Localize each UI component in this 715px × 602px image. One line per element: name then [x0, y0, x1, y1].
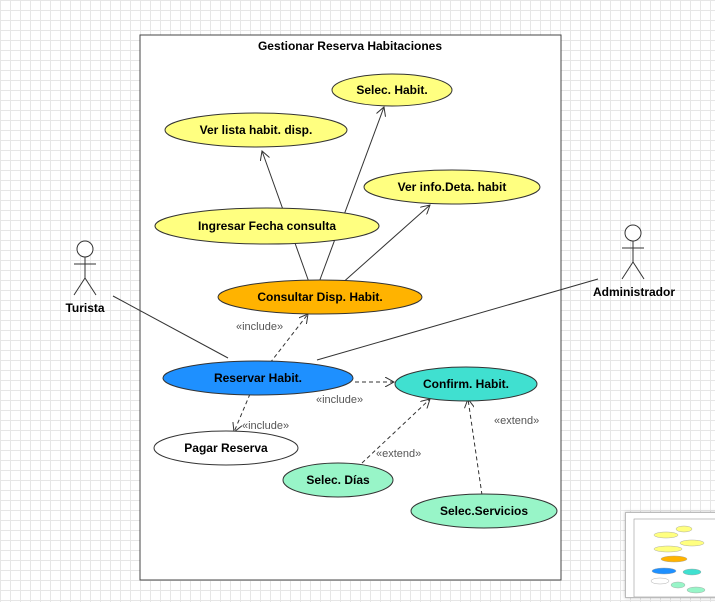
use-case-label: Selec. Días	[306, 473, 370, 487]
minimap-thumbnail[interactable]	[625, 512, 715, 598]
use-case-label: Consultar Disp. Habit.	[257, 290, 382, 304]
use-case-ver-info[interactable]: Ver info.Deta. habit	[363, 169, 541, 205]
use-case-ingresar-fecha[interactable]: Ingresar Fecha consulta	[154, 207, 380, 245]
actor-turista[interactable]: Turista	[65, 240, 105, 315]
use-case-confirm[interactable]: Confirm. Habit.	[394, 366, 538, 402]
use-case-label: Ingresar Fecha consulta	[198, 219, 336, 233]
system-title: Gestionar Reserva Habitaciones	[258, 39, 442, 53]
nav-consultar-ver-info[interactable]	[339, 205, 430, 286]
use-case-label: Pagar Reserva	[184, 441, 268, 455]
minimap-preview	[633, 518, 715, 598]
use-case-reservar[interactable]: Reservar Habit.	[162, 360, 354, 396]
use-case-label: Ver lista habit. disp.	[200, 123, 313, 137]
use-case-label: Selec. Habit.	[356, 83, 427, 97]
use-case-shape	[363, 169, 541, 205]
include-label-confirm: «include»	[316, 394, 363, 406]
include-reservar-consultar[interactable]	[269, 314, 308, 364]
use-case-ver-lista[interactable]: Ver lista habit. disp.	[164, 112, 348, 148]
use-case-shape	[217, 279, 423, 315]
actor-head	[76, 240, 94, 258]
use-case-shape	[153, 430, 299, 466]
actor-leg-left	[621, 261, 634, 280]
use-case-label: Ver info.Deta. habit	[398, 180, 507, 194]
use-case-shape	[331, 73, 453, 107]
use-case-shape	[162, 360, 354, 396]
include-label-pagar: «include»	[242, 420, 289, 432]
include-label-consultar: «include»	[236, 321, 283, 333]
use-case-selec-habit[interactable]: Selec. Habit.	[331, 73, 453, 107]
use-case-label: Reservar Habit.	[214, 371, 302, 385]
use-case-shape	[154, 207, 380, 245]
use-case-selec-dias[interactable]: Selec. Días	[282, 462, 394, 498]
use-case-label: Confirm. Habit.	[423, 377, 509, 391]
extend-label-servicios: «extend»	[494, 415, 539, 427]
use-case-shape	[410, 493, 558, 529]
actor-leg-right	[632, 261, 645, 280]
use-case-shape	[282, 462, 394, 498]
use-case-shape	[164, 112, 348, 148]
use-case-label: Selec.Servicios	[440, 504, 528, 518]
extend-label-dias: «extend»	[376, 448, 421, 460]
actor-leg-right	[84, 277, 97, 296]
use-case-shape	[394, 366, 538, 402]
nav-consultar-selec-habit[interactable]	[317, 107, 384, 286]
assoc-turista-reservar[interactable]	[112, 295, 229, 359]
actor-label: Administrador	[593, 285, 675, 299]
actor-administrador[interactable]: Administrador	[593, 224, 675, 299]
use-case-pagar[interactable]: Pagar Reserva	[153, 430, 299, 466]
extend-servicios-confirm[interactable]	[468, 399, 483, 496]
actor-label: Turista	[65, 301, 104, 315]
use-case-consultar[interactable]: Consultar Disp. Habit.	[217, 279, 423, 315]
use-case-selec-servicios[interactable]: Selec.Servicios	[410, 493, 558, 529]
extend-dias-confirm[interactable]	[361, 399, 430, 464]
actor-head	[624, 224, 642, 242]
actor-leg-left	[73, 277, 86, 296]
assoc-admin-reservar[interactable]	[316, 278, 599, 361]
